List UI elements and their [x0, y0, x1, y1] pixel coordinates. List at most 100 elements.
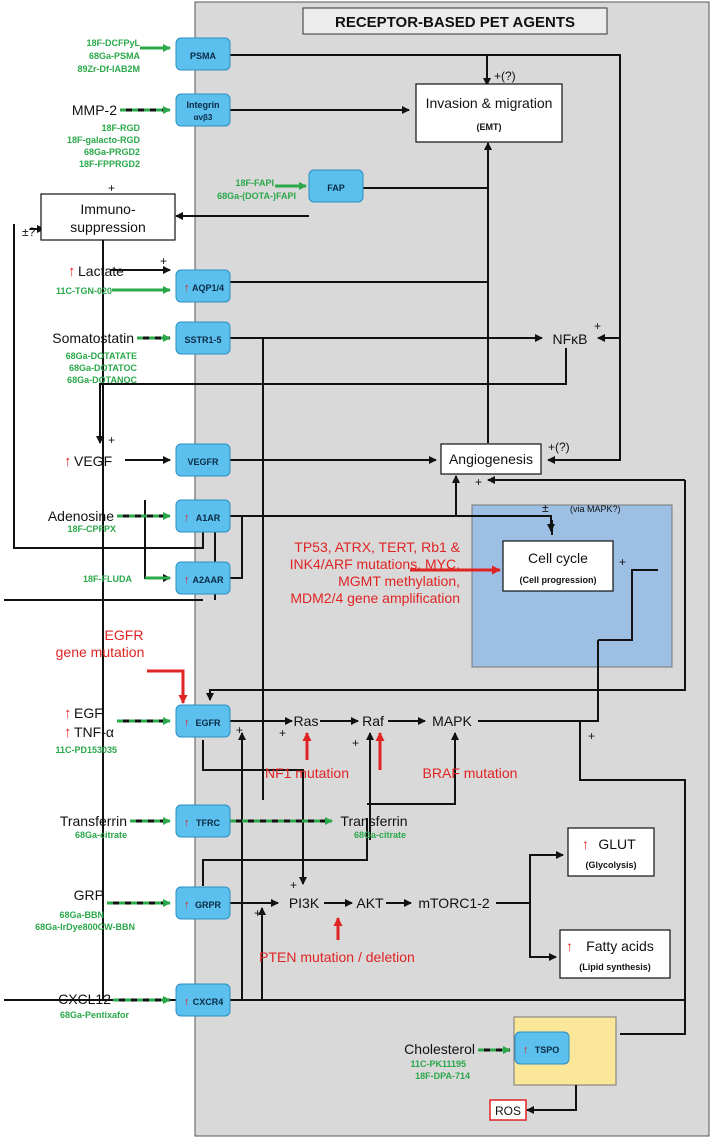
cellcycle-mutations-1: TP53, ATRX, TERT, Rb1 & [294, 539, 460, 555]
mutation-arrows [147, 565, 501, 940]
svg-text:↑: ↑ [64, 453, 72, 470]
receptor-cxcr4[interactable]: ↑ CXCR4 [175, 983, 231, 1017]
receptor-grpr[interactable]: ↑ GRPR [175, 886, 231, 920]
egfr-mutation-2: gene mutation [56, 644, 145, 660]
angiogenesis-box [440, 443, 542, 475]
svg-text:αvβ3: αvβ3 [194, 113, 213, 122]
svg-text:68Ga-PSMA: 68Ga-PSMA [89, 51, 141, 61]
svg-text:↑: ↑ [184, 282, 190, 294]
svg-text:18F-FPPRGD2: 18F-FPPRGD2 [79, 159, 140, 169]
invasion-box [415, 83, 563, 143]
receptor-psma[interactable]: PSMA [175, 37, 231, 71]
ligand-cxcl12: CXCL12 [58, 991, 111, 1007]
immunosuppression-box [40, 193, 176, 241]
svg-text:11C-PD153035: 11C-PD153035 [55, 745, 117, 755]
receptors: PSMA Integrin αvβ3 FAP ↑ AQP1/4 SSTR1-5 … [175, 37, 570, 1065]
svg-text:GRPR: GRPR [195, 900, 222, 910]
mutations: TP53, ATRX, TERT, Rb1 & INK4/ARF mutatio… [56, 539, 518, 965]
receptor-aqp[interactable]: ↑ AQP1/4 [175, 269, 231, 303]
svg-text:18F-RGD: 18F-RGD [101, 123, 140, 133]
svg-text:+: + [108, 433, 115, 447]
svg-text:11C-TGN-020: 11C-TGN-020 [56, 286, 112, 296]
svg-text:Integrin: Integrin [187, 100, 220, 110]
svg-text:68Ga-DOTATOC: 68Ga-DOTATOC [69, 363, 138, 373]
ligand-somatostatin: Somatostatin [52, 330, 134, 346]
svg-text:18F-DPA-714: 18F-DPA-714 [415, 1071, 470, 1081]
svg-text:68Ga-citrate: 68Ga-citrate [354, 830, 406, 840]
ligands: MMP-2 ↑ Lactate Somatostatin ↑ VEGF Aden… [48, 102, 475, 1057]
invasion-sublabel: (EMT) [477, 122, 502, 132]
receptor-integrin[interactable]: Integrin αvβ3 [175, 93, 231, 127]
cell-cycle-label: Cell cycle [528, 550, 588, 566]
braf-mutation: BRAF mutation [423, 765, 518, 781]
svg-text:68Ga-DOTANOC: 68Ga-DOTANOC [67, 375, 137, 385]
receptor-a1ar[interactable]: ↑ A1AR [175, 499, 231, 533]
svg-text:↑: ↑ [582, 836, 589, 852]
diagram-title: RECEPTOR-BASED PET AGENTS [335, 14, 575, 31]
fatty-acids-label: Fatty acids [586, 938, 654, 954]
raf-label: Raf [362, 713, 384, 729]
receptor-egfr[interactable]: ↑ EGFR [175, 704, 231, 738]
receptor-tfrc[interactable]: ↑ TFRC [175, 804, 231, 838]
svg-text:+: + [254, 906, 261, 920]
svg-text:CXCR4: CXCR4 [193, 997, 224, 1007]
svg-text:11C-PK11195: 11C-PK11195 [410, 1059, 466, 1069]
svg-text:A1AR: A1AR [196, 513, 221, 523]
fatty-acids-sublabel: (Lipid synthesis) [579, 962, 651, 972]
glut-sublabel: (Glycolysis) [585, 860, 636, 870]
svg-text:+: + [279, 726, 286, 740]
ligand-cholesterol: Cholesterol [404, 1041, 475, 1057]
pi3k-label: PI3K [289, 895, 320, 911]
svg-text:68Ga-(DOTA-)FAPI: 68Ga-(DOTA-)FAPI [217, 191, 296, 201]
svg-text:↑: ↑ [523, 1044, 529, 1056]
ligand-adenosine: Adenosine [48, 508, 114, 524]
akt-label: AKT [356, 895, 384, 911]
svg-text:EGFR: EGFR [195, 718, 221, 728]
svg-text:+: + [108, 181, 115, 195]
glut-label: GLUT [598, 836, 636, 852]
svg-text:+: + [160, 254, 167, 268]
angiogenesis-label: Angiogenesis [449, 451, 533, 467]
cell-cycle-box [502, 540, 614, 592]
svg-text:+: + [594, 319, 601, 333]
svg-text:18F-CPFPX: 18F-CPFPX [67, 524, 116, 534]
svg-text:±: ± [542, 501, 549, 515]
svg-text:+: + [588, 729, 595, 743]
immuno-label-2: suppression [70, 219, 146, 235]
receptor-tspo[interactable]: ↑ TSPO [514, 1031, 570, 1065]
svg-text:18F-DCFPyL: 18F-DCFPyL [86, 38, 140, 48]
svg-text:68Ga-IrDye800CW-BBN: 68Ga-IrDye800CW-BBN [35, 922, 135, 932]
pathway-nodes: Ras Raf MAPK Transferrin PI3K AKT mTORC1… [289, 713, 490, 911]
svg-text:68Ga-DOTATATE: 68Ga-DOTATATE [66, 351, 137, 361]
ligand-mmp2: MMP-2 [72, 102, 117, 118]
svg-text:68Ga-citrate: 68Ga-citrate [75, 830, 127, 840]
receptor-a2aar[interactable]: ↑ A2AAR [175, 561, 231, 595]
svg-text:↑: ↑ [64, 724, 72, 741]
title-box [302, 7, 608, 35]
svg-text:+(?): +(?) [494, 69, 516, 83]
svg-text:18F-FAPI: 18F-FAPI [235, 178, 274, 188]
svg-text:SSTR1-5: SSTR1-5 [184, 335, 221, 345]
svg-text:+(?): +(?) [548, 440, 570, 454]
cellcycle-mutations-2: INK4/ARF mutations, MYC, [290, 556, 460, 572]
nfkb-label: NFκB [553, 331, 588, 347]
cellcycle-mutations-3: MGMT methylation, [338, 573, 460, 589]
svg-text:+: + [352, 736, 359, 750]
svg-text:↑: ↑ [68, 263, 76, 280]
svg-text:AQP1/4: AQP1/4 [192, 283, 224, 293]
svg-text:68Ga-Pentixafor: 68Ga-Pentixafor [60, 1010, 130, 1020]
ligand-egf: EGF [74, 705, 103, 721]
svg-text:↑: ↑ [184, 717, 190, 729]
svg-text:68Ga-PRGD2: 68Ga-PRGD2 [84, 147, 140, 157]
svg-text:↑: ↑ [184, 817, 190, 829]
cell-cycle-sublabel: (Cell progression) [519, 575, 596, 585]
svg-text:TSPO: TSPO [535, 1045, 560, 1055]
svg-text:A2AAR: A2AAR [192, 575, 224, 585]
immuno-label-1: Immuno- [80, 201, 136, 217]
ligand-binding-arrows [107, 106, 511, 1054]
receptor-vegfr[interactable]: VEGFR [175, 443, 231, 477]
receptor-fap[interactable]: FAP [308, 169, 364, 203]
receptor-sstr[interactable]: SSTR1-5 [175, 321, 231, 355]
svg-text:TFRC: TFRC [196, 818, 220, 828]
mapk-label: MAPK [432, 713, 472, 729]
